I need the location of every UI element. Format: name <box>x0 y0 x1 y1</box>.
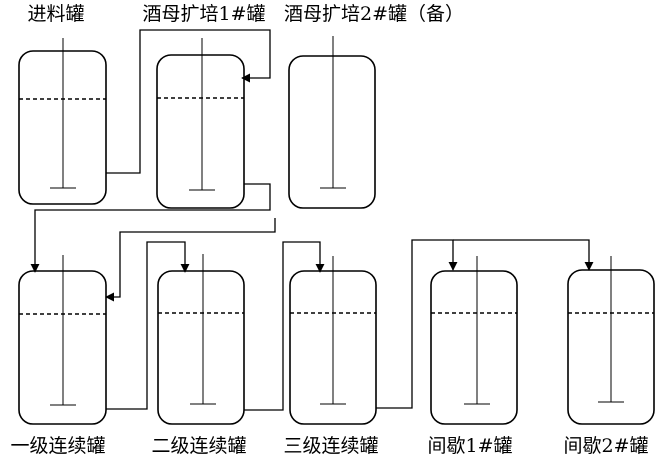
tank-cont1 <box>18 255 107 425</box>
tank-vessel <box>430 270 518 425</box>
label-feed-tank: 进料罐 <box>27 3 84 25</box>
tank-yeast1 <box>156 38 245 209</box>
flow-cont2-to-cont3 <box>244 241 325 411</box>
label-yeast2-tank: 酒母扩培2#罐（备） <box>284 3 464 25</box>
flow-feed-to-yeast1 <box>106 29 271 174</box>
label-cont3-tank: 三级连续罐 <box>283 435 378 457</box>
tank-vessel <box>288 55 376 209</box>
label-batch1-tank: 间歇1#罐 <box>427 435 512 457</box>
tank-labels: 进料罐 酒母扩培1#罐 酒母扩培2#罐（备） 一级连续罐 二级连续罐 三级连续罐… <box>10 3 648 457</box>
flow-branch-to-cont1 <box>105 218 276 302</box>
tank-vessel <box>157 270 245 425</box>
flow-cont3-to-batch1 <box>376 239 458 409</box>
label-batch2-tank: 间歇2#罐 <box>563 435 648 457</box>
tank-vessel <box>156 54 245 209</box>
tank-feed <box>18 38 107 205</box>
label-yeast1-tank: 酒母扩培1#罐 <box>142 3 265 25</box>
tank-batch2 <box>567 256 655 425</box>
label-cont1-tank: 一级连续罐 <box>10 435 105 457</box>
tank-cont2 <box>157 254 245 425</box>
tank-yeast2 <box>288 36 376 209</box>
tank-batch1 <box>430 256 518 425</box>
flow-cont3-to-batch2 <box>453 239 594 271</box>
flow-yeast1-to-cont1 <box>30 183 271 273</box>
tank-cont3 <box>289 256 377 425</box>
flow-lines <box>30 29 594 411</box>
flow-cont1-to-cont2 <box>106 241 190 410</box>
label-cont2-tank: 二级连续罐 <box>151 435 246 457</box>
